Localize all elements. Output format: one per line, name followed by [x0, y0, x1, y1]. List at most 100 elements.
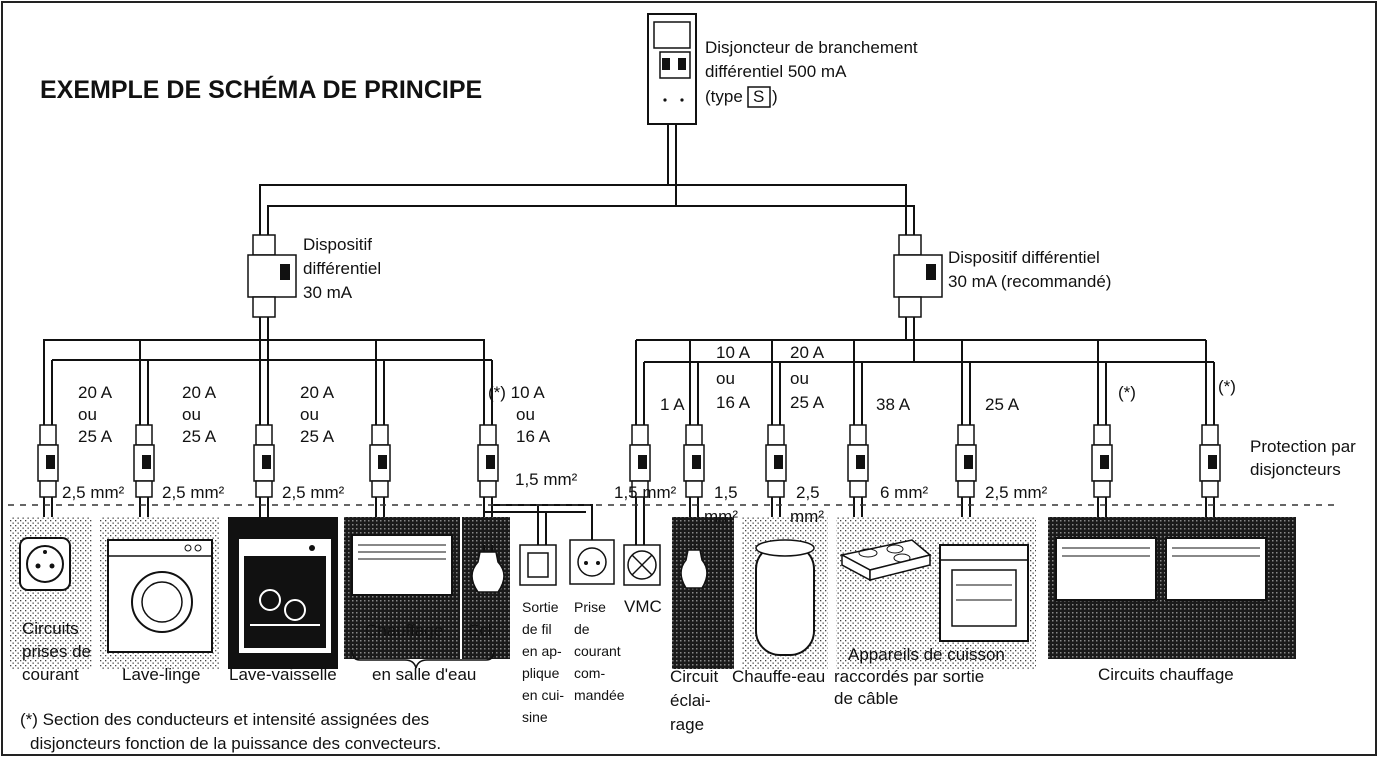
- bulb-icon: [471, 545, 505, 593]
- rating-3a: 20 A: [300, 383, 335, 402]
- rating-7b: ou: [716, 369, 735, 388]
- caption-ecl: Ecl.: [468, 621, 496, 640]
- rating-10a: 25 A: [985, 395, 1020, 414]
- rating-1c: 25 A: [78, 427, 113, 446]
- caption-prise-cmd-3: courant: [574, 643, 621, 659]
- caption-prises-3: courant: [22, 665, 79, 684]
- caption-prise-cmd-5: mandée: [574, 687, 625, 703]
- caption-chauffe-eau: Chauffe-eau: [732, 667, 825, 686]
- protection-line1: Protection par: [1250, 437, 1356, 456]
- section-10: 2,5 mm²: [985, 483, 1048, 502]
- section-7a: 1,5: [714, 483, 738, 502]
- main-breaker: [647, 13, 697, 125]
- water-heater-icon: [755, 539, 815, 656]
- feeder-wires: [259, 124, 915, 235]
- right-bus: [635, 317, 1215, 425]
- radiator-icon: [351, 534, 453, 596]
- rcd-left: [247, 234, 297, 318]
- radiator-icon-1: [1055, 537, 1157, 601]
- caption-eclairage-3: rage: [670, 715, 704, 734]
- caption-eclairage-2: éclai-: [670, 691, 711, 710]
- radiator-icon-2: [1165, 537, 1267, 601]
- main-breaker-line1: Disjoncteur de branchement: [705, 38, 918, 57]
- caption-sortie-6: sine: [522, 709, 548, 725]
- rating-9a: 38 A: [876, 395, 911, 414]
- rating-1a: 20 A: [78, 383, 113, 402]
- oven-icon: [939, 544, 1029, 642]
- rating-2a: 20 A: [182, 383, 217, 402]
- caption-sortie-2: de fil: [522, 621, 552, 637]
- washing-machine-icon: [107, 539, 213, 653]
- caption-prises-1: Circuits: [22, 619, 79, 638]
- controlled-socket-icon: [569, 539, 615, 585]
- main-breaker-line2: différentiel 500 mA: [705, 62, 847, 81]
- caption-salle-eau: en salle d'eau: [372, 665, 476, 684]
- dishwasher-icon: [239, 539, 331, 653]
- rating-12a: (*): [1218, 377, 1236, 396]
- rcd-right: [893, 234, 943, 318]
- panel-eclairage: [672, 517, 734, 669]
- rating-2c: 25 A: [182, 427, 217, 446]
- brace: [351, 649, 495, 669]
- caption-circuits-chauffage: Circuits chauffage: [1098, 665, 1234, 684]
- rcd-left-line2: différentiel: [303, 259, 381, 278]
- rating-3c: 25 A: [300, 427, 335, 446]
- rating-7c: 16 A: [716, 393, 751, 412]
- left-bus: [43, 317, 493, 425]
- rating-5c: 16 A: [516, 427, 551, 446]
- caption-cuisson-1: Appareils de cuisson: [848, 645, 1005, 664]
- section-8a: 2,5: [796, 483, 820, 502]
- rating-7a: 10 A: [716, 343, 751, 362]
- protection-line2: disjoncteurs: [1250, 460, 1341, 479]
- sections: 2,5 mm² 2,5 mm² 2,5 mm² 1,5 mm² 1,5 mm² …: [62, 470, 1048, 526]
- caption-cuisson-2: raccordés par sortie: [834, 667, 984, 686]
- rating-8c: 25 A: [790, 393, 825, 412]
- section-5: 1,5 mm²: [515, 470, 578, 489]
- rating-8b: ou: [790, 369, 809, 388]
- vmc-icon: [623, 544, 661, 586]
- rcd-left-line3: 30 mA: [303, 283, 353, 302]
- section-7b: mm²: [704, 507, 738, 526]
- small-captions: Sortie de fil en ap- plique en cui- sine…: [522, 599, 625, 725]
- section-1: 2,5 mm²: [62, 483, 125, 502]
- page-title: EXEMPLE DE SCHÉMA DE PRINCIPE: [40, 75, 482, 104]
- rcd-right-line2: 30 mA (recommandé): [948, 272, 1111, 291]
- caption-sortie-5: en cui-: [522, 687, 564, 703]
- caption-sortie-3: en ap-: [522, 643, 562, 659]
- section-8b: mm²: [790, 507, 824, 526]
- socket-icon: [19, 537, 71, 591]
- section-2: 2,5 mm²: [162, 483, 225, 502]
- caption-prise-cmd-2: de: [574, 621, 590, 637]
- caption-prises-2: prises de: [22, 642, 91, 661]
- caption-prise-cmd-4: com-: [574, 665, 605, 681]
- main-breaker-line3-end: ): [772, 87, 778, 106]
- caption-prise-cmd-1: Prise: [574, 599, 606, 615]
- rating-5b: ou: [516, 405, 535, 424]
- caption-sortie-1: Sortie: [522, 599, 559, 615]
- rcd-left-line1: Dispositif: [303, 235, 372, 254]
- caption-cuisson-3: de câble: [834, 689, 898, 708]
- caption-chauffage: Chauffage: [365, 621, 443, 640]
- ceiling-bulb-icon: [680, 549, 708, 589]
- caption-lave-linge: Lave-linge: [122, 665, 200, 684]
- caption-lave-vaisselle: Lave-vaisselle: [229, 665, 337, 684]
- rating-5a: (*) 10 A: [488, 383, 545, 402]
- rating-1b: ou: [78, 405, 97, 424]
- main-breaker-line3: (type: [705, 87, 743, 106]
- rating-3b: ou: [300, 405, 319, 424]
- rating-2b: ou: [182, 405, 201, 424]
- caption-eclairage-1: Circuit: [670, 667, 718, 686]
- captions: Circuits prises de courant Lave-linge La…: [22, 597, 1234, 734]
- rcd-right-line1: Dispositif différentiel: [948, 248, 1100, 267]
- section-3: 2,5 mm²: [282, 483, 345, 502]
- section-9: 6 mm²: [880, 483, 929, 502]
- ratings: 20 A ou 25 A 20 A ou 25 A 20 A ou 25 A (…: [78, 343, 1236, 446]
- caption-vmc: VMC: [624, 597, 662, 616]
- footnote-line2: disjoncteurs fonction de la puissance de…: [30, 734, 441, 753]
- rating-6a: 1 A: [660, 395, 685, 414]
- hob-icon: [839, 539, 932, 582]
- caption-sortie-4: plique: [522, 665, 560, 681]
